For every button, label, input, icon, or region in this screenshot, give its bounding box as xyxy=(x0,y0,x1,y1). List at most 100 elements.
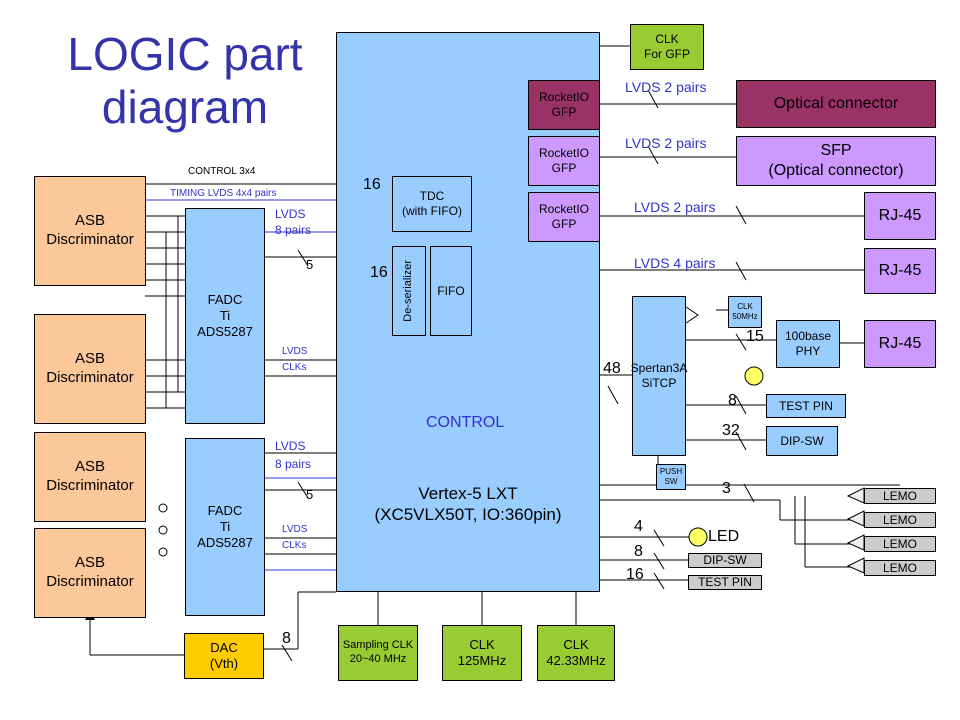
lemo-3: LEMO xyxy=(864,536,936,552)
lvds-8pairs-1-label: LVDS xyxy=(275,207,306,221)
sfp-connector: SFP (Optical connector) xyxy=(736,136,936,186)
count-15: 15 xyxy=(746,328,764,345)
test-pin-small: TEST PIN xyxy=(688,575,762,590)
rocketio-label: RocketIO xyxy=(538,90,589,104)
led-label: LED xyxy=(708,528,740,545)
asb-sublabel: Discriminator xyxy=(46,573,134,590)
fpga-label: Vertex-5 LXT xyxy=(418,483,518,503)
asb-discriminator-1: ASB Discriminator xyxy=(34,176,146,286)
test-pin-small-label: TEST PIN xyxy=(698,575,752,589)
push-sw-label: PUSH xyxy=(659,467,683,476)
rocketio-label: RocketIO xyxy=(538,146,589,160)
lvds-8pairs-1-sublabel: 8 pairs xyxy=(275,223,312,237)
asb-label: ASB xyxy=(74,350,105,368)
asb-label: ASB xyxy=(74,554,105,572)
push-sw-sublabel: SW xyxy=(664,477,678,486)
fadc-label: FADC xyxy=(207,502,243,518)
asb-discriminator-4: ASB Discriminator xyxy=(34,528,146,618)
fadc-2: FADC Ti ADS5287 xyxy=(185,438,265,616)
control-arrow-label: CONTROL xyxy=(426,414,505,431)
optical-connector: Optical connector xyxy=(736,80,936,128)
page-title: LOGIC part diagram xyxy=(40,28,330,134)
fpga-sublabel: (XC5VLX50T, IO:360pin) xyxy=(374,504,562,524)
clk50-sublabel: 50MHz xyxy=(732,312,758,321)
rocketio-sublabel: GFP xyxy=(551,161,577,175)
asb-label: ASB xyxy=(74,458,105,476)
clock-label: CLK xyxy=(469,636,495,652)
asb-label: ASB xyxy=(74,212,105,230)
asb-discriminator-3: ASB Discriminator xyxy=(34,432,146,522)
count-32: 32 xyxy=(722,422,740,439)
rj45-label: RJ-45 xyxy=(878,207,922,224)
test-pin: TEST PIN xyxy=(766,394,846,418)
optical-label: Optical connector xyxy=(773,95,899,112)
dip-sw-small: DIP-SW xyxy=(688,553,762,568)
lvds-rj45-2-label: LVDS 4 pairs xyxy=(634,255,716,271)
lemo-2: LEMO xyxy=(864,512,936,528)
timing-label: TIMING LVDS 4x4 pairs xyxy=(170,188,277,199)
fadc-vendor: Ti xyxy=(219,307,231,323)
clock-sublabel: 42.33MHz xyxy=(546,653,606,668)
rocketio-sublabel: GFP xyxy=(551,217,577,231)
fifo-label: FIFO xyxy=(437,283,465,298)
lemo-label: LEMO xyxy=(882,536,917,551)
lemo-1: LEMO xyxy=(864,488,936,504)
control-3x4-label: CONTROL 3x4 xyxy=(188,166,256,177)
count-16-tdc: 16 xyxy=(363,176,381,193)
fadc-part: ADS5287 xyxy=(197,535,253,551)
clk-42mhz: CLK 42.33MHz xyxy=(537,625,615,681)
clk-gfp-sublabel: For GFP xyxy=(643,47,690,61)
dac-label: DAC xyxy=(210,639,238,655)
clock-sublabel: 20~40 MHz xyxy=(349,653,407,665)
tdc-block: TDC (with FIFO) xyxy=(392,176,472,232)
deserializer-label: De-serializer xyxy=(402,260,415,322)
fadc-part: ADS5287 xyxy=(197,324,253,340)
lvds-optical-label: LVDS 2 pairs xyxy=(625,79,707,95)
phy-label: 100base xyxy=(784,329,832,343)
fadc-vendor: Ti xyxy=(219,518,231,534)
lvds-clks-1-label: LVDS xyxy=(282,346,308,357)
tdc-label: TDC xyxy=(419,189,445,203)
phy-100base: 100base PHY xyxy=(776,320,840,368)
clk-50mhz: CLK 50MHz xyxy=(728,296,762,328)
clock-sublabel: 125MHz xyxy=(457,653,507,668)
rocketio-gfp-3: RocketIO GFP xyxy=(528,192,600,242)
count-8-test: 8 xyxy=(728,392,737,409)
lvds-clks-2-label: LVDS xyxy=(282,524,308,535)
rocketio-sublabel: GFP xyxy=(551,105,577,119)
sfp-label: SFP xyxy=(820,142,852,159)
lvds-sfp-label: LVDS 2 pairs xyxy=(625,135,707,151)
clock-label: Sampling CLK xyxy=(342,639,414,652)
rj45-label: RJ-45 xyxy=(878,262,922,279)
sfp-sublabel: (Optical connector) xyxy=(768,162,904,179)
count-5-1: 5 xyxy=(306,257,314,272)
fifo-block: FIFO xyxy=(430,246,472,336)
clk-gfp-label: CLK xyxy=(655,32,679,46)
fadc-label: FADC xyxy=(207,291,243,307)
asb-sublabel: Discriminator xyxy=(46,477,134,494)
rj45-1: RJ-45 xyxy=(864,192,936,240)
rj45-3: RJ-45 xyxy=(864,320,936,368)
fadc-1: FADC Ti ADS5287 xyxy=(185,208,265,424)
clk-for-gfp: CLK For GFP xyxy=(630,24,704,70)
sampling-clk: Sampling CLK 20~40 MHz xyxy=(338,625,418,681)
dip-sw-label: DIP-SW xyxy=(780,433,824,448)
test-pin-label: TEST PIN xyxy=(779,398,833,413)
rocketio-gfp-1: RocketIO GFP xyxy=(528,80,600,130)
clk-125mhz: CLK 125MHz xyxy=(442,625,522,681)
asb-sublabel: Discriminator xyxy=(46,231,134,248)
asb-discriminator-2: ASB Discriminator xyxy=(34,314,146,424)
count-48: 48 xyxy=(603,360,621,377)
dac: DAC (Vth) xyxy=(184,633,264,679)
spartan-label: Spertan3A xyxy=(630,361,688,375)
rj45-label: RJ-45 xyxy=(878,335,922,352)
count-3: 3 xyxy=(722,480,731,497)
count-8-dac: 8 xyxy=(282,630,291,647)
lvds-clks-1-sublabel: CLKs xyxy=(282,362,307,373)
push-sw: PUSH SW xyxy=(656,464,686,490)
rj45-2: RJ-45 xyxy=(864,248,936,294)
lvds-8pairs-2-label: LVDS xyxy=(275,439,306,453)
tdc-sublabel: (with FIFO) xyxy=(402,204,462,218)
lemo-label: LEMO xyxy=(882,512,917,527)
lvds-clks-2-sublabel: CLKs xyxy=(282,540,307,551)
